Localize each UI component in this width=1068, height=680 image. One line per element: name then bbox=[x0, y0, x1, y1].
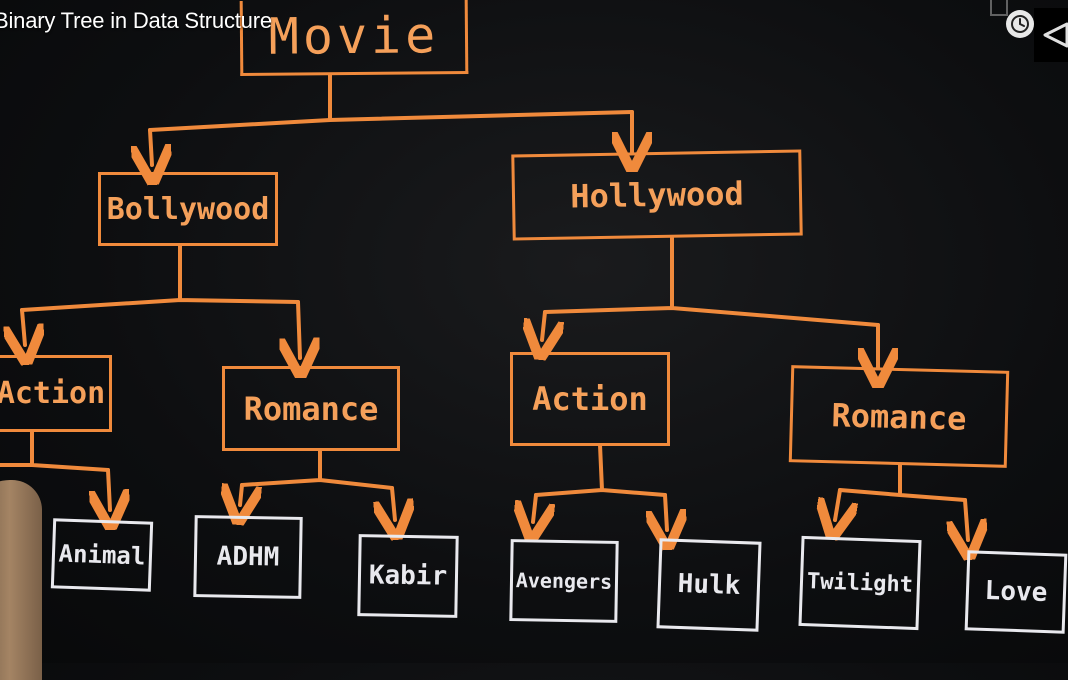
share-button[interactable] bbox=[1034, 8, 1068, 62]
edge-haction bbox=[534, 443, 667, 497]
edge-bromance-adhm bbox=[240, 483, 242, 505]
edge-bollywood-action bbox=[22, 308, 25, 345]
edge-bromance-kabir bbox=[392, 486, 395, 520]
edge-bollywood-romance bbox=[298, 300, 300, 358]
edge-haction-avengers bbox=[533, 493, 536, 522]
edge-movie-bollywood bbox=[150, 128, 152, 165]
edge-haction-hulk bbox=[665, 493, 667, 530]
edge-bromance bbox=[240, 448, 394, 490]
leaf-hulk: Hulk bbox=[656, 538, 762, 632]
node-bollywood-action: Action bbox=[0, 355, 112, 432]
leaf-animal: Animal bbox=[50, 518, 154, 592]
clock-icon bbox=[1011, 15, 1029, 33]
share-icon bbox=[1043, 22, 1068, 48]
edge-hromance bbox=[838, 463, 967, 502]
edge-bollywood bbox=[20, 244, 300, 312]
blackboard-connectors bbox=[0, 73, 1068, 663]
leaf-love: Love bbox=[964, 550, 1068, 634]
edge-movie bbox=[148, 73, 634, 132]
leaf-adhm: ADHM bbox=[193, 515, 303, 599]
video-title[interactable]: Binary Tree in Data Structure bbox=[0, 8, 272, 33]
node-bollywood: Bollywood bbox=[98, 172, 278, 246]
edge-hromance-love bbox=[965, 498, 968, 540]
edge-hollywood-action bbox=[542, 310, 545, 340]
watch-later-button[interactable] bbox=[1006, 10, 1034, 38]
edge-hromance-twilight bbox=[835, 488, 840, 520]
node-hollywood-romance: Romance bbox=[788, 365, 1010, 468]
edge-hollywood bbox=[543, 236, 880, 327]
node-movie: Movie bbox=[239, 0, 469, 76]
leaf-kabir: Kabir bbox=[357, 534, 459, 618]
leaf-avengers: Avengers bbox=[509, 539, 619, 623]
edge-baction bbox=[0, 430, 110, 472]
node-bollywood-romance: Romance bbox=[222, 366, 400, 451]
node-hollywood-action: Action bbox=[510, 352, 670, 446]
presenter-arm bbox=[0, 480, 42, 680]
node-hollywood: Hollywood bbox=[511, 149, 803, 241]
leaf-twilight: Twilight bbox=[798, 535, 922, 631]
edge-baction-animal bbox=[108, 468, 110, 510]
save-icon[interactable] bbox=[990, 0, 1008, 16]
